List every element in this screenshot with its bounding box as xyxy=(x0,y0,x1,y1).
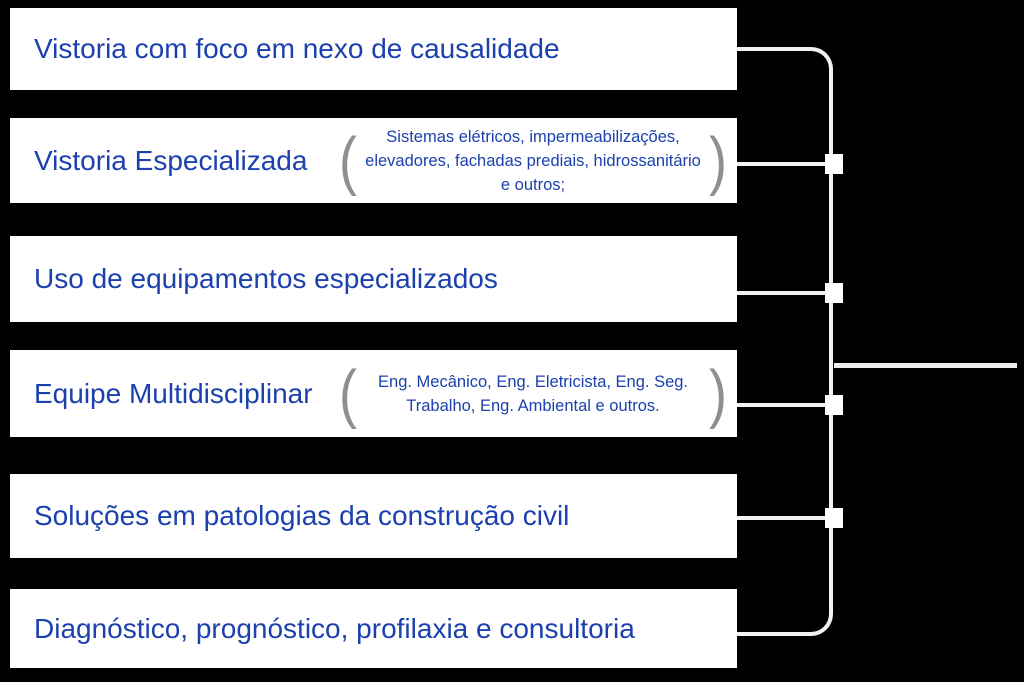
feature-label: Vistoria Especializada xyxy=(34,144,308,176)
annotation-group: ( Eng. Mecânico, Eng. Eletricista, Eng. … xyxy=(339,361,727,426)
feature-box-equipamentos: Uso de equipamentos especializados xyxy=(10,236,737,322)
bracket-output-line xyxy=(834,363,1017,368)
branch-line-box4 xyxy=(737,403,833,407)
open-parenthesis-glyph: ( xyxy=(339,124,358,197)
annotation-text: Eng. Mecânico, Eng. Eletricista, Eng. Se… xyxy=(378,372,689,415)
close-parenthesis-glyph: ) xyxy=(709,124,727,197)
feature-box-diagnostico: Diagnóstico, prognóstico, profilaxia e c… xyxy=(10,589,737,668)
feature-box-equipe-multidisciplinar: Equipe Multidisciplinar ( Eng. Mecânico,… xyxy=(10,350,737,437)
branch-line-box3 xyxy=(737,291,833,295)
annotation-group: ( Sistemas elétricos, impermeabilizações… xyxy=(339,125,727,197)
branch-line-box5 xyxy=(737,516,833,520)
connector-node-square xyxy=(825,154,843,174)
branch-line-box2 xyxy=(737,162,833,166)
connector-node-square xyxy=(825,508,843,528)
feature-label: Vistoria com foco em nexo de causalidade xyxy=(34,33,560,64)
feature-label: Soluções em patologias da construção civ… xyxy=(34,500,570,531)
annotation-text: Sistemas elétricos, impermeabilizações, … xyxy=(365,127,701,194)
feature-box-vistoria-nexo: Vistoria com foco em nexo de causalidade xyxy=(10,8,737,90)
feature-label: Diagnóstico, prognóstico, profilaxia e c… xyxy=(34,612,635,644)
connector-node-square xyxy=(825,283,843,303)
feature-label: Uso de equipamentos especializados xyxy=(34,263,498,294)
feature-label: Equipe Multidisciplinar xyxy=(34,377,313,409)
bracket-connector xyxy=(737,47,833,636)
open-parenthesis-glyph: ( xyxy=(339,357,358,430)
close-parenthesis-glyph: ) xyxy=(709,357,727,430)
feature-box-patologias: Soluções em patologias da construção civ… xyxy=(10,474,737,558)
connector-node-square xyxy=(825,395,843,415)
feature-box-vistoria-especializada: Vistoria Especializada ( Sistemas elétri… xyxy=(10,118,737,203)
